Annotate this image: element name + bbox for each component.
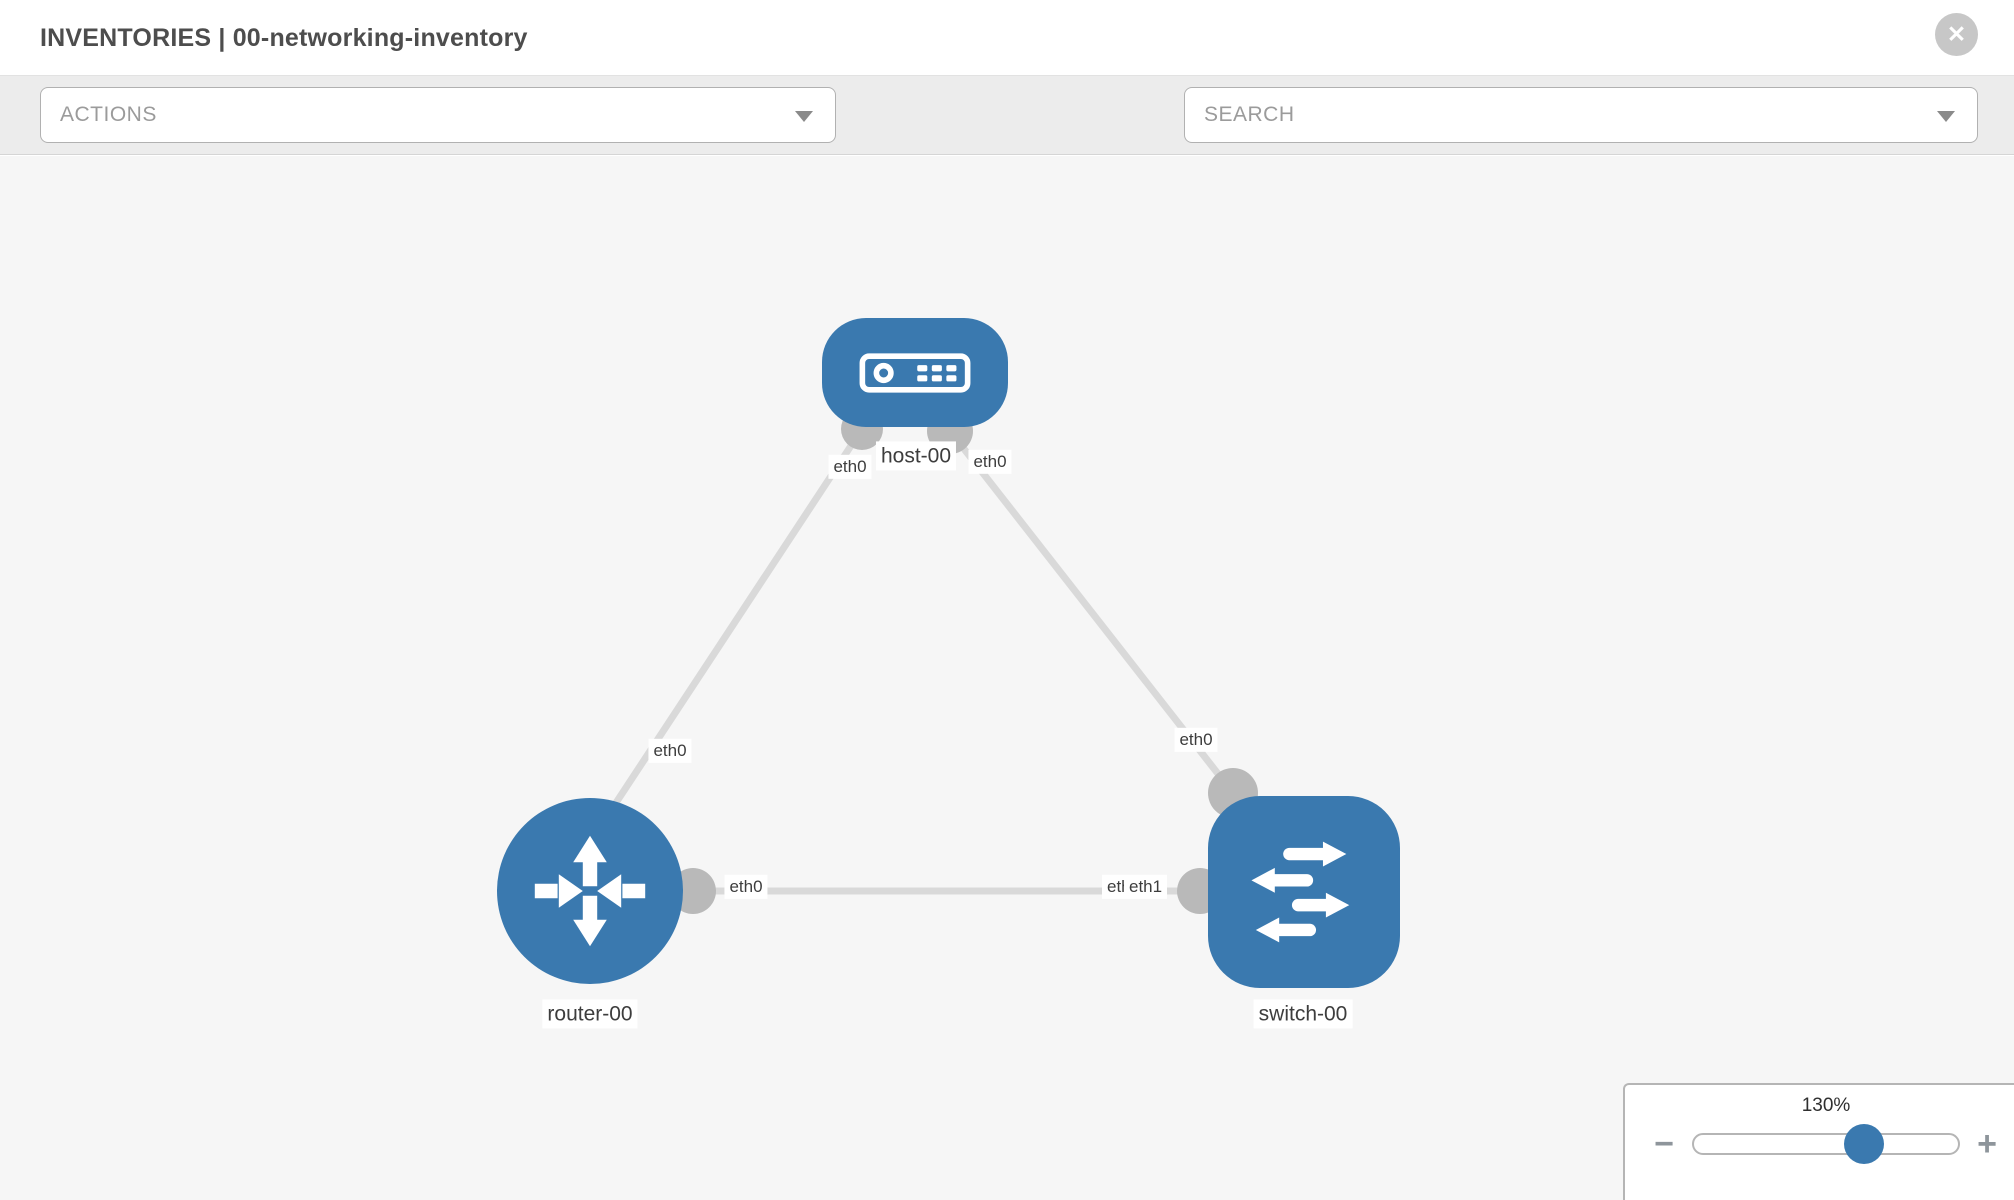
interface-label: eth0 — [968, 449, 1012, 475]
zoom-out-button[interactable]: − — [1654, 1125, 1674, 1163]
node-router-00[interactable] — [497, 798, 683, 984]
header-bar: INVENTORIES | 00-networking-inventory ✕ — [0, 0, 2014, 76]
actions-dropdown-label: ACTIONS — [60, 103, 157, 126]
search-placeholder: SEARCH — [1204, 103, 1295, 126]
chevron-down-icon — [1937, 111, 1955, 122]
interface-label: eth0 — [648, 738, 692, 764]
interface-label: eth0 — [724, 874, 768, 900]
actions-dropdown[interactable]: ACTIONS — [40, 87, 836, 143]
node-switch-00[interactable] — [1208, 796, 1400, 988]
switch-icon — [1251, 841, 1350, 943]
node-label-host: host-00 — [875, 441, 957, 471]
interface-label: eth1 — [1124, 874, 1168, 900]
zoom-in-button[interactable]: + — [1977, 1125, 1997, 1163]
node-label-router: router-00 — [542, 999, 638, 1029]
zoom-slider-handle[interactable] — [1844, 1124, 1884, 1164]
router-icon — [534, 835, 646, 947]
chevron-down-icon — [795, 111, 813, 122]
toolbar: ACTIONS SEARCH — [0, 76, 2014, 209]
interface-label: eth0 — [1174, 727, 1218, 753]
links-layer — [601, 408, 1258, 914]
node-host-00[interactable] — [822, 318, 1008, 427]
interface-label: eth0 — [828, 454, 872, 480]
host-icon — [859, 352, 971, 393]
zoom-slider-track[interactable] — [1692, 1133, 1960, 1155]
zoom-level-value: 130% — [1801, 1095, 1851, 1116]
topology-canvas[interactable]: host-00 router-00 switch-00 eth0 eth0 et… — [0, 156, 2014, 1200]
zoom-control-panel: 130% − + — [1623, 1083, 2014, 1200]
search-dropdown[interactable]: SEARCH — [1184, 87, 1978, 143]
close-icon: ✕ — [1946, 21, 1967, 47]
page-title: INVENTORIES | 00-networking-inventory — [40, 24, 528, 52]
node-label-switch: switch-00 — [1253, 999, 1353, 1029]
close-button[interactable]: ✕ — [1935, 13, 1978, 56]
link-line-host-router[interactable] — [601, 427, 865, 823]
